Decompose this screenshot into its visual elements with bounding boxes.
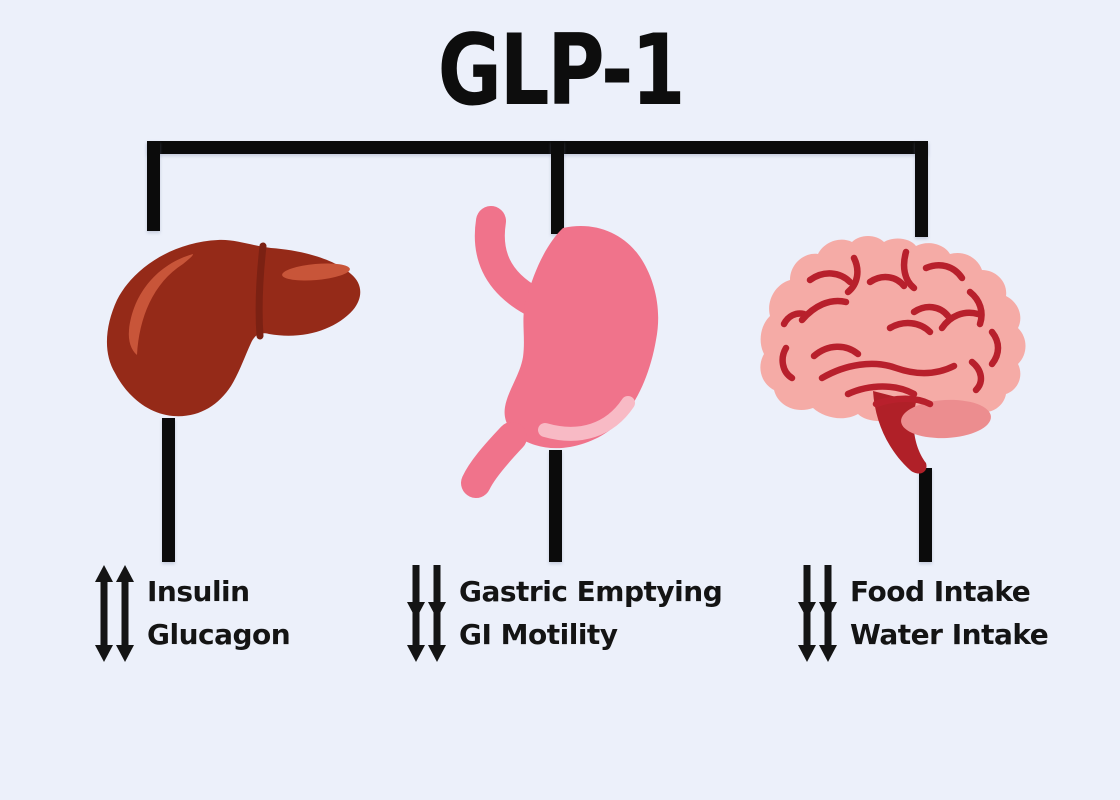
double-down-arrow-icon	[798, 607, 837, 662]
effect-row: Gastric Emptying	[406, 564, 723, 619]
brain-effects-group: Food Intake Water Intake	[797, 564, 1049, 662]
connector-right-upper	[915, 141, 928, 237]
effect-row: Water Intake	[797, 607, 1049, 662]
double-up-arrow-icon	[95, 564, 134, 619]
stomach-effects-group: Gastric Emptying GI Motility	[406, 564, 723, 662]
double-down-arrow-icon	[95, 607, 134, 662]
effect-label: Food Intake	[850, 574, 1031, 608]
effect-row: Glucagon	[94, 607, 291, 662]
effect-label: Glucagon	[147, 617, 291, 651]
effect-row: GI Motility	[406, 607, 722, 662]
connector-left-upper	[147, 141, 160, 231]
double-down-arrow-icon	[407, 607, 446, 662]
connector-center-lower	[549, 450, 562, 562]
brain-icon	[758, 236, 1030, 476]
connector-left-lower	[162, 418, 175, 562]
effect-row: Insulin	[94, 564, 290, 619]
liver-icon	[103, 238, 368, 423]
title-row: GLP-1	[0, 22, 1120, 120]
liver-effects-group: Insulin Glucagon	[94, 564, 291, 662]
connector-right-lower	[919, 468, 932, 562]
page-title: GLP-1	[437, 14, 685, 128]
effect-label: Gastric Emptying	[459, 574, 723, 608]
effect-row: Food Intake	[797, 564, 1048, 619]
bracket-horizontal-line	[147, 141, 928, 154]
effect-label: Insulin	[147, 574, 250, 608]
stomach-icon	[450, 205, 665, 500]
effect-label: Water Intake	[850, 617, 1049, 651]
connector-center-upper	[551, 141, 564, 234]
effect-label: GI Motility	[459, 617, 618, 651]
